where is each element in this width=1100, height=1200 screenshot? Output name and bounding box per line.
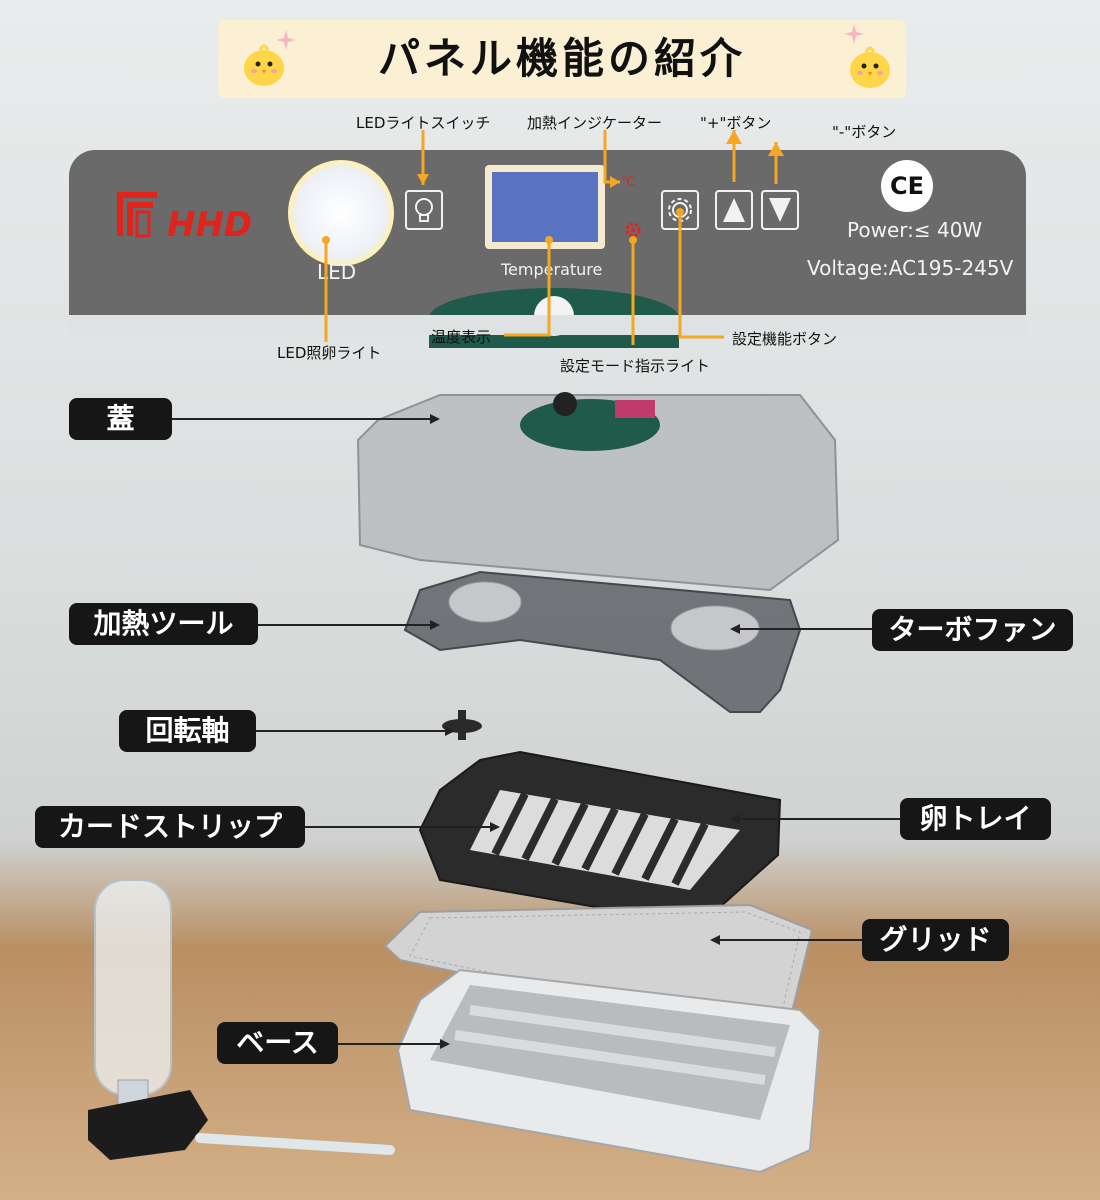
chick-icon <box>244 44 284 86</box>
label-turbo-fan: ターボファン <box>872 609 1073 651</box>
callout-heating-indicator: 加熱インジケーター <box>527 114 663 132</box>
water-bottle-part <box>88 879 395 1160</box>
banner-title: パネル機能の紹介 <box>377 34 746 83</box>
chick-icon <box>850 46 890 88</box>
label-grid: グリッド <box>862 919 1009 961</box>
label-lid: 蓋 <box>69 398 172 440</box>
lightbulb-icon <box>415 198 433 222</box>
led-label: LED <box>317 260 357 284</box>
label-card-strip: カードストリップ <box>35 806 305 848</box>
label-base: ベース <box>217 1022 338 1064</box>
brand-logo-icon <box>117 192 157 238</box>
temperature-display <box>492 172 598 242</box>
rotation-shaft-part <box>442 710 482 740</box>
label-egg-tray: 卵トレイ <box>900 798 1051 840</box>
sparkle-icon <box>276 30 296 50</box>
egg-tray-part <box>418 750 782 927</box>
up-arrow-icon <box>723 198 745 222</box>
heater-tray-part <box>403 570 802 713</box>
sparkle-icon <box>844 24 864 44</box>
callout-temp-display: 温度表示 <box>431 328 492 346</box>
base-part <box>396 968 822 1174</box>
power-spec: Power:≤ 40W <box>847 218 983 242</box>
callout-setting-button: 設定機能ボタン <box>732 330 838 348</box>
ce-mark: CE <box>881 160 933 212</box>
setting-mode-light-icon <box>625 222 641 238</box>
label-heater: 加熱ツール <box>69 603 258 645</box>
voltage-spec: Voltage:AC195-245V <box>807 256 1014 280</box>
callout-minus-button: "-"ボタン <box>832 123 897 141</box>
down-arrow-icon <box>769 198 791 222</box>
label-rotation-shaft: 回転軸 <box>119 710 256 752</box>
callout-plus-button: "+"ボタン <box>700 114 772 132</box>
display-label: Temperature <box>501 260 603 279</box>
callout-setting-mode-light: 設定モード指示ライト <box>560 357 711 375</box>
heating-indicator-light: ℃ <box>621 175 636 190</box>
callout-led-candling: LED照卵ライト <box>277 344 382 362</box>
callout-leader-lines <box>322 130 784 345</box>
brand-name: HHD <box>167 205 253 245</box>
plus-button[interactable] <box>715 190 753 230</box>
title-banner: パネル機能の紹介 <box>218 20 906 98</box>
led-candling-light[interactable] <box>288 160 394 266</box>
lid-part <box>356 392 840 592</box>
callout-led-switch: LEDライトスイッチ <box>356 114 491 132</box>
minus-button[interactable] <box>761 190 799 230</box>
temperature-display-frame <box>485 165 605 249</box>
control-panel: HHD LED Temperature ℃ <box>69 150 1026 348</box>
led-switch-button[interactable] <box>405 190 443 230</box>
